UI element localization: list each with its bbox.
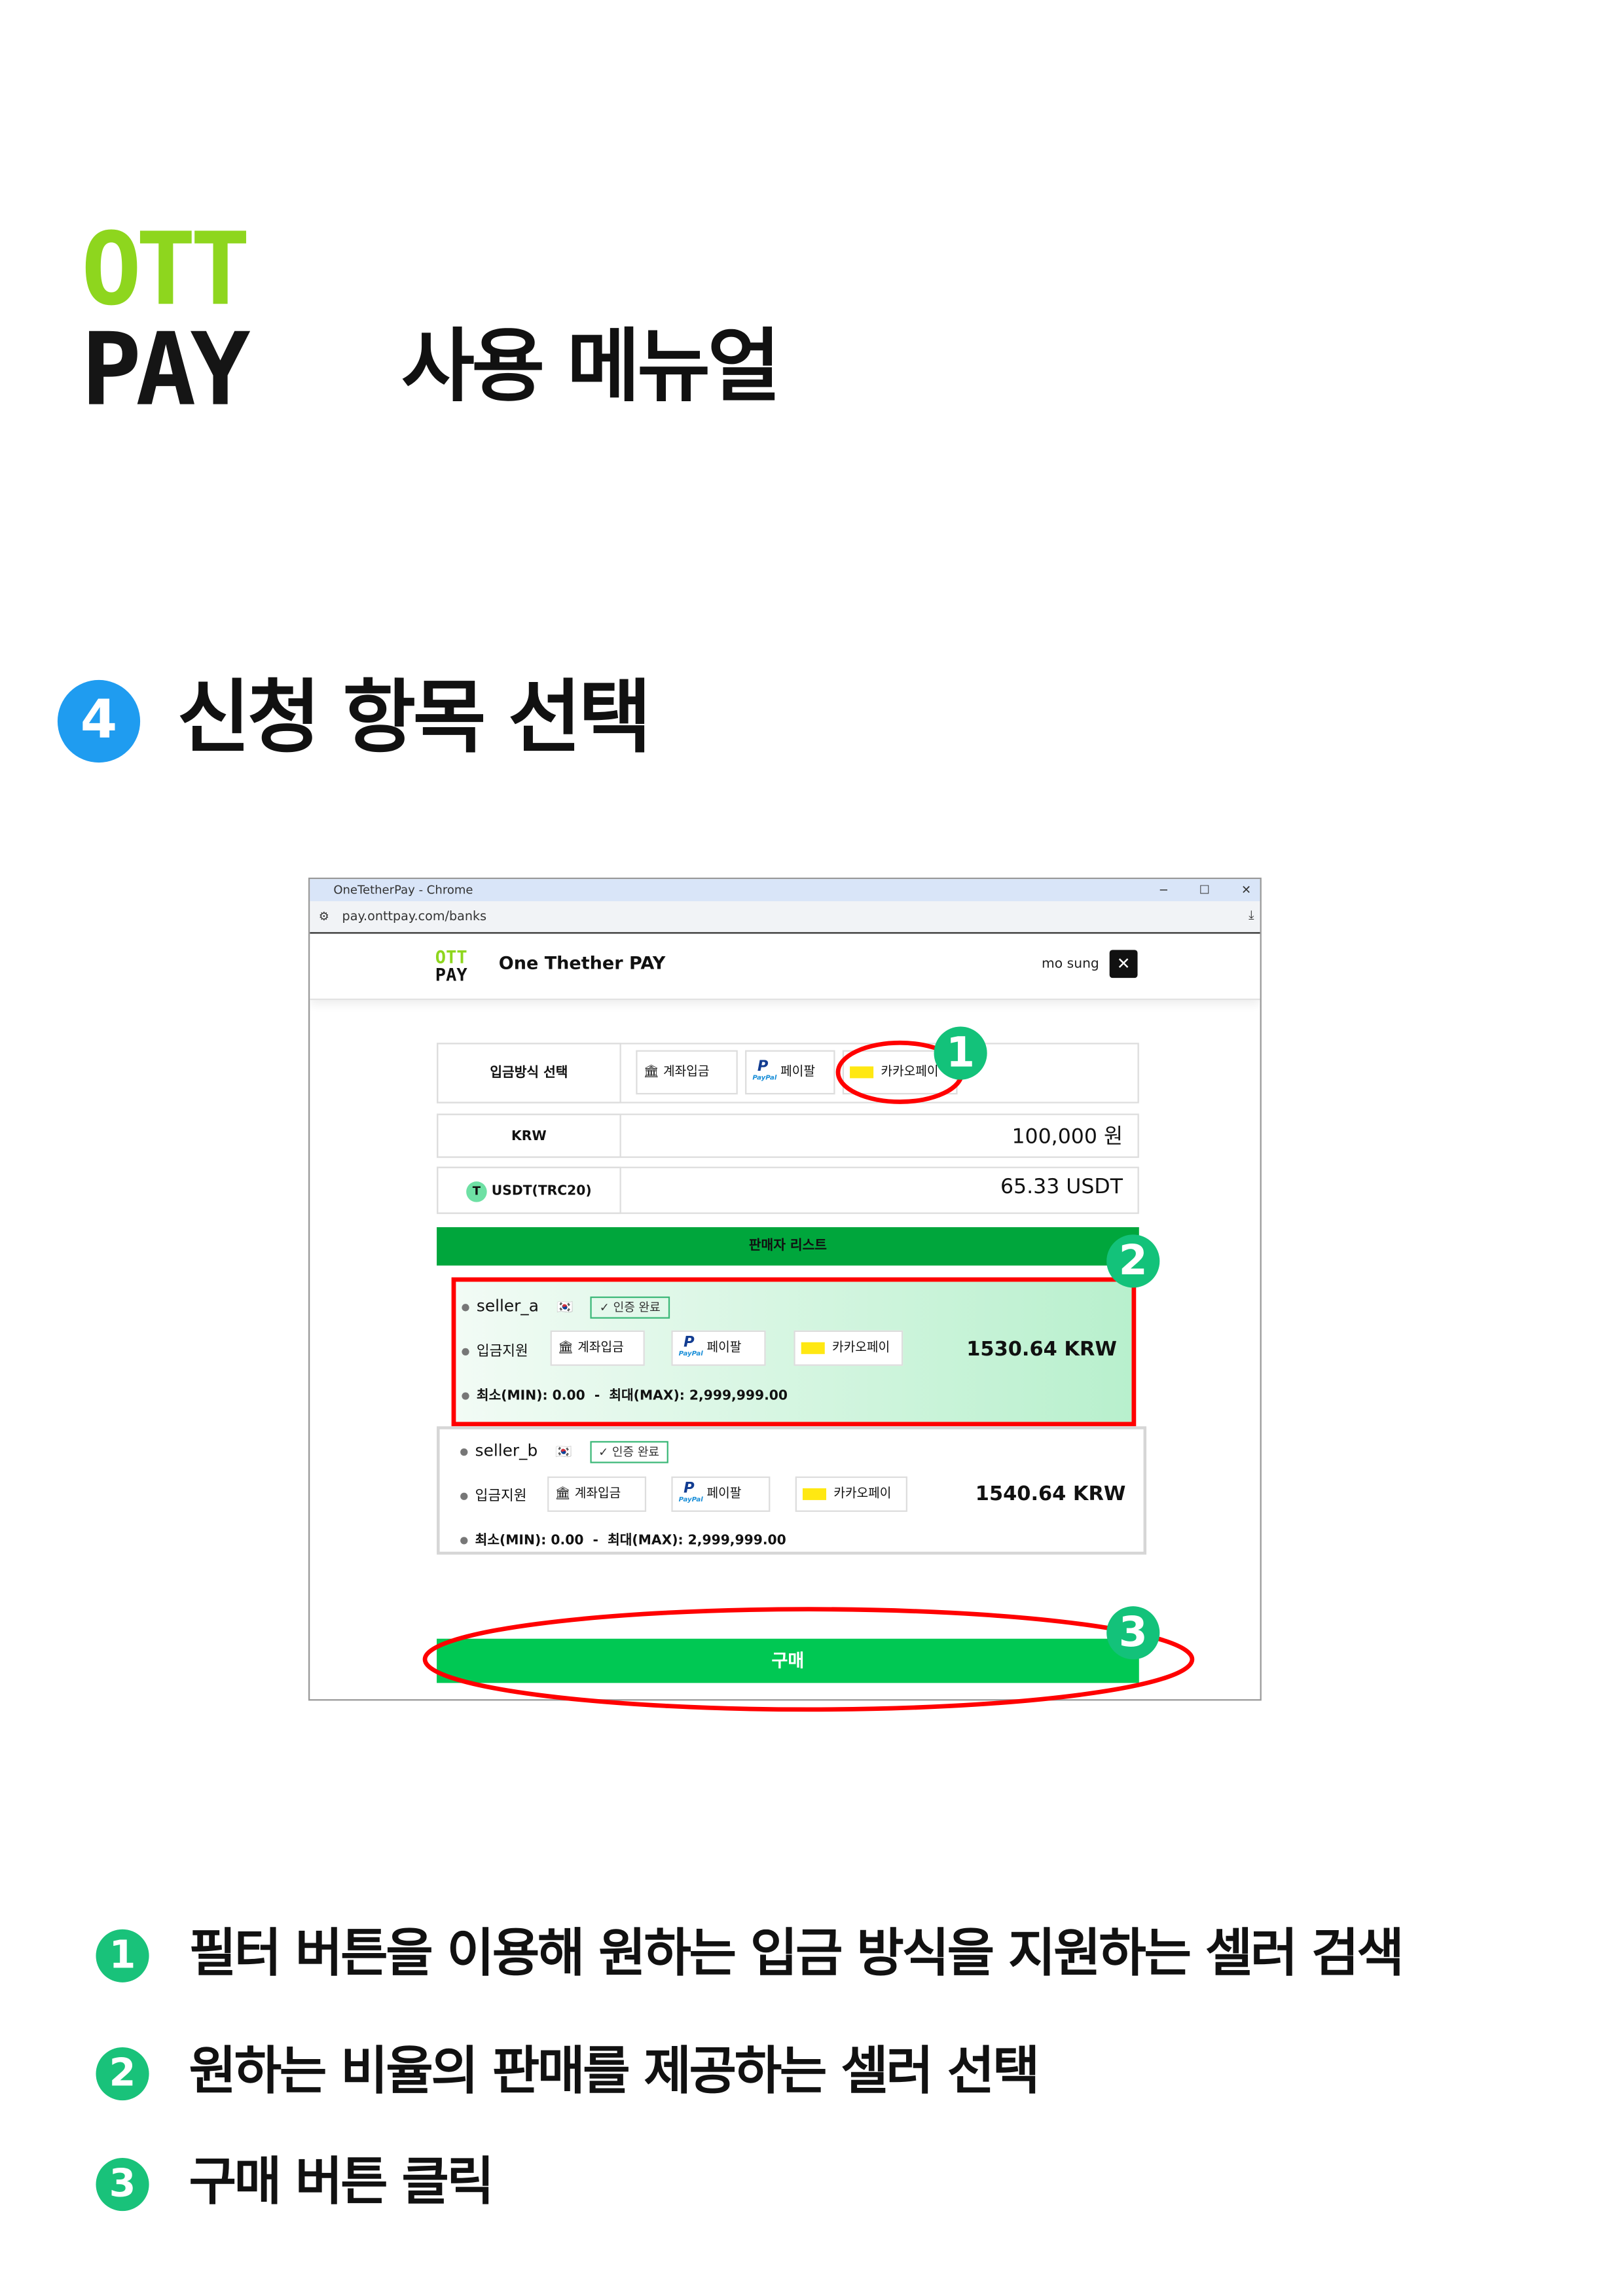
window-title: OneTetherPay - Chrome bbox=[333, 883, 473, 897]
krw-amount-input[interactable]: 100,000 원 bbox=[1012, 1125, 1123, 1149]
app-header: One Thether PAY mo sung ✕ bbox=[310, 935, 1260, 1000]
deposit-method-label: 입금방식 선택 bbox=[437, 1043, 621, 1103]
instruction-text-3: 구매 버튼 클릭 bbox=[189, 2153, 494, 2213]
paypal-logo-text: PayPal bbox=[678, 1351, 703, 1359]
method-bank: 🏛 계좌입금 bbox=[547, 1476, 647, 1512]
seller-limits: 최소(MIN): 0.00 - 최대(MAX): 2,999,999.00 bbox=[475, 1534, 786, 1549]
verified-badge: ✓ 인증 완료 bbox=[589, 1441, 668, 1463]
korea-flag-icon: 🇰🇷 bbox=[555, 1445, 572, 1461]
site-settings-icon[interactable]: ⚙ bbox=[318, 910, 329, 924]
seller-rate: 1540.64 KRW bbox=[975, 1482, 1126, 1506]
ottpay-logo-bottom: PAY bbox=[81, 312, 251, 429]
step-number-badge: 4 bbox=[57, 679, 141, 763]
korea-flag-icon: 🇰🇷 bbox=[556, 1300, 574, 1316]
seller-rate: 1530.64 KRW bbox=[966, 1338, 1117, 1362]
highlight-buy-ellipse bbox=[422, 1607, 1195, 1712]
app-logo-top: OTT bbox=[435, 946, 467, 968]
marker-2: 2 bbox=[1106, 1234, 1160, 1288]
bank-icon: 🏛 bbox=[557, 1340, 578, 1356]
verified-badge: ✓ 인증 완료 bbox=[591, 1296, 670, 1319]
filter-bank-transfer[interactable]: 🏛 계좌입금 bbox=[636, 1050, 738, 1095]
address-bar[interactable]: ⚙ pay.onttpay.com/banks ⤓ bbox=[310, 901, 1260, 934]
buy-button[interactable]: 구매 bbox=[437, 1638, 1139, 1683]
support-label: 입금지원 bbox=[475, 1488, 527, 1505]
usdt-amount: 65.33 USDT bbox=[1000, 1175, 1123, 1200]
instruction-number-1: 1 bbox=[96, 1929, 149, 1982]
window-titlebar: OneTetherPay - Chrome − ☐ ✕ bbox=[310, 879, 1260, 901]
seller-name: seller_a bbox=[476, 1296, 539, 1316]
kakaopay-icon bbox=[802, 1487, 827, 1499]
app-logo-bottom: PAY bbox=[435, 964, 467, 986]
bank-icon: 🏛 bbox=[555, 1486, 575, 1502]
brand-name: One Thether PAY bbox=[498, 952, 666, 974]
support-label: 입금지원 bbox=[476, 1344, 528, 1360]
ottpay-logo-top: OTT bbox=[81, 212, 251, 329]
marker-1: 1 bbox=[934, 1026, 987, 1080]
method-kakaopay: 카카오페이 bbox=[795, 1476, 907, 1512]
download-icon[interactable]: ⤓ bbox=[1249, 908, 1254, 924]
paypal-logo-text: PayPal bbox=[752, 1075, 777, 1083]
instruction-number-2: 2 bbox=[96, 2047, 149, 2101]
minimize-button[interactable]: − bbox=[1158, 883, 1169, 897]
close-window-button[interactable]: ✕ bbox=[1241, 883, 1252, 897]
tether-icon: T bbox=[466, 1181, 487, 1202]
seller-list-header: 판매자 리스트 bbox=[437, 1227, 1139, 1266]
instruction-text-2: 원하는 비율의 판매를 제공하는 셀러 선택 bbox=[189, 2043, 1040, 2102]
seller-limits: 최소(MIN): 0.00 - 최대(MAX): 2,999,999.00 bbox=[476, 1389, 788, 1405]
instruction-text-1: 필터 버튼을 이용해 원하는 입금 방식을 지원하는 셀러 검색 bbox=[189, 1924, 1404, 1984]
kakaopay-icon bbox=[801, 1341, 825, 1354]
section-title: 신청 항목 선택 bbox=[177, 671, 651, 764]
user-name: mo sung bbox=[1042, 957, 1099, 973]
krw-label: KRW bbox=[437, 1113, 621, 1158]
seller-name: seller_b bbox=[475, 1441, 538, 1461]
logout-button[interactable]: ✕ bbox=[1109, 950, 1138, 978]
maximize-button[interactable]: ☐ bbox=[1199, 883, 1210, 897]
browser-window: OneTetherPay - Chrome − ☐ ✕ ⚙ pay.onttpa… bbox=[308, 877, 1262, 1701]
paypal-logo-text: PayPal bbox=[678, 1497, 703, 1505]
marker-3: 3 bbox=[1106, 1606, 1160, 1660]
url-text[interactable]: pay.onttpay.com/banks bbox=[342, 910, 487, 925]
method-bank: 🏛 계좌입금 bbox=[550, 1330, 645, 1366]
method-kakaopay: 카카오페이 bbox=[793, 1330, 903, 1366]
kakaopay-icon bbox=[850, 1066, 874, 1078]
document-title: 사용 메뉴얼 bbox=[401, 320, 781, 414]
instruction-number-3: 3 bbox=[96, 2158, 149, 2212]
usdt-label: USDT(TRC20) bbox=[491, 1184, 592, 1200]
usdt-label-cell: T USDT(TRC20) bbox=[437, 1166, 621, 1214]
bank-icon: 🏛 bbox=[643, 1065, 663, 1080]
